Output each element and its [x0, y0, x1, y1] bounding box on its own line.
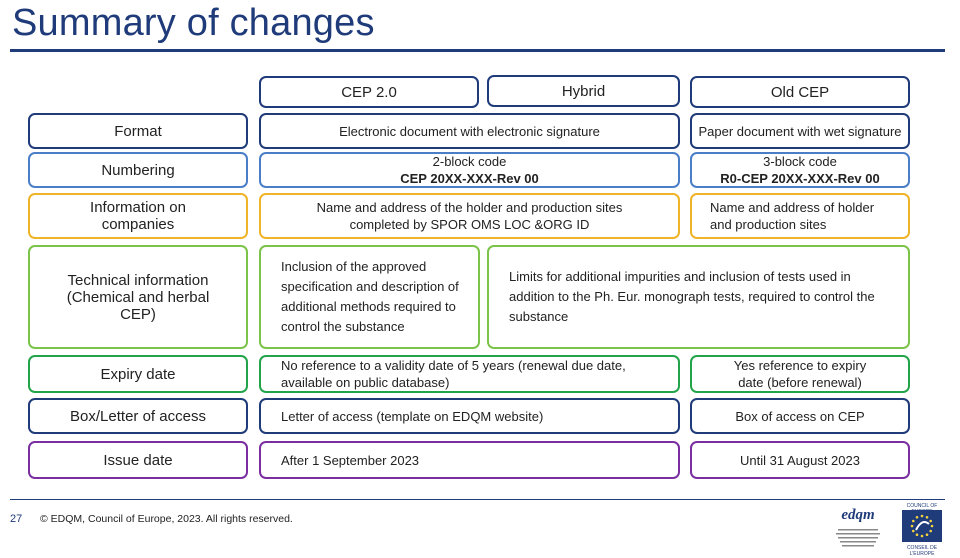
technical-hybrid-old: Limits for additional impurities and inc…	[487, 245, 910, 349]
coe-label-bottom: CONSEIL DE L'EUROPE	[906, 545, 938, 557]
title-divider	[10, 49, 945, 52]
companies-old: Name and address of holder and productio…	[690, 193, 910, 239]
row-label-access: Box/Letter of access	[28, 398, 248, 434]
edqm-wordmark: edqm	[841, 507, 875, 523]
column-header-cep20: CEP 2.0	[259, 76, 479, 108]
expiry-new: No reference to a validity date of 5 yea…	[259, 355, 680, 393]
edqm-logo: edqm	[828, 503, 888, 553]
column-header-hybrid: Hybrid	[487, 75, 680, 107]
companies-new: Name and address of the holder and produ…	[259, 193, 680, 239]
format-new: Electronic document with electronic sign…	[259, 113, 680, 149]
row-label-technical: Technical information (Chemical and herb…	[28, 245, 248, 349]
page-title: Summary of changes	[12, 2, 375, 44]
row-label-format: Format	[28, 113, 248, 149]
issue-new: After 1 September 2023	[259, 441, 680, 479]
numbering-new: 2-block code CEP 20XX-XXX-Rev 00	[259, 152, 680, 188]
technical-new: Inclusion of the approved specification …	[259, 245, 480, 349]
format-old: Paper document with wet signature	[690, 113, 910, 149]
footer-divider	[10, 499, 945, 500]
issue-old: Until 31 August 2023	[690, 441, 910, 479]
expiry-old: Yes reference to expiry date (before ren…	[690, 355, 910, 393]
council-of-europe-logo: COUNCIL OF EUROPE CONSEIL DE L'EUROPE	[896, 503, 948, 557]
copyright-notice: © EDQM, Council of Europe, 2023. All rig…	[40, 513, 293, 525]
row-label-issue: Issue date	[28, 441, 248, 479]
coe-flag-icon	[902, 510, 942, 542]
page-number: 27	[10, 513, 23, 525]
edqm-tagline-icon	[836, 529, 880, 547]
column-header-old-cep: Old CEP	[690, 76, 910, 108]
row-label-expiry: Expiry date	[28, 355, 248, 393]
row-label-numbering: Numbering	[28, 152, 248, 188]
access-old: Box of access on CEP	[690, 398, 910, 434]
row-label-companies: Information on companies	[28, 193, 248, 239]
numbering-old: 3-block code R0-CEP 20XX-XXX-Rev 00	[690, 152, 910, 188]
access-new: Letter of access (template on EDQM websi…	[259, 398, 680, 434]
